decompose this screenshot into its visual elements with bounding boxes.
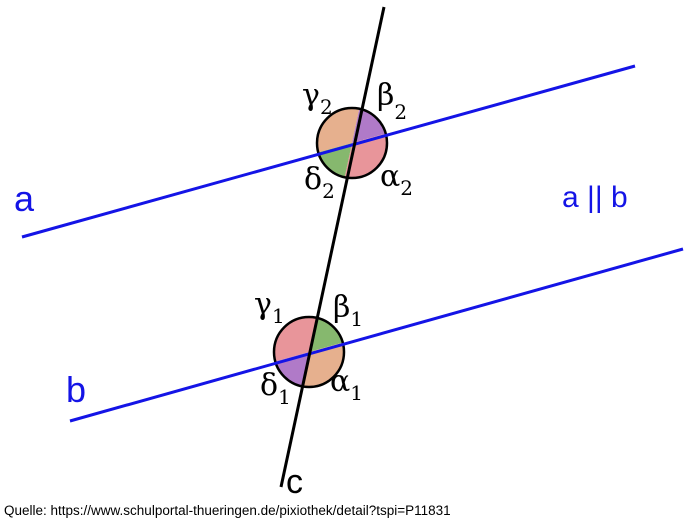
line-a-label: a xyxy=(14,178,35,219)
delta1-sub: 1 xyxy=(278,385,291,409)
angle-circle-a xyxy=(315,106,389,180)
angle-circle-b xyxy=(272,315,346,389)
beta2-symbol: β xyxy=(377,78,394,113)
beta1-symbol: β xyxy=(333,290,350,325)
alpha1-sub: 1 xyxy=(350,381,363,405)
sector-beta1 xyxy=(309,317,343,352)
angle-label-beta1: β1 xyxy=(333,290,363,331)
line-b xyxy=(69,247,684,423)
angle-label-gamma1: γ1 xyxy=(254,287,285,328)
delta2-sub: 2 xyxy=(322,179,335,203)
delta2-symbol: δ xyxy=(304,162,322,197)
alpha2-sub: 2 xyxy=(400,176,413,200)
gamma1-symbol: γ xyxy=(254,287,272,322)
beta2-sub: 2 xyxy=(394,100,407,124)
alpha1-symbol: α xyxy=(330,364,350,399)
delta1-symbol: δ xyxy=(260,368,278,403)
angle-label-beta2: β2 xyxy=(377,78,407,124)
alpha2-symbol: α xyxy=(380,159,400,194)
parallel-note: a || b xyxy=(562,181,628,214)
angle-label-delta1: δ1 xyxy=(260,368,291,409)
line-b-label: b xyxy=(66,369,86,410)
line-c-label: c xyxy=(286,463,303,501)
angle-label-alpha1: α1 xyxy=(330,364,363,405)
gamma2-sub: 2 xyxy=(320,95,333,119)
gamma2-symbol: γ xyxy=(302,78,320,113)
beta1-sub: 1 xyxy=(350,307,363,331)
gamma1-sub: 1 xyxy=(272,304,285,328)
line-c-transversal xyxy=(279,6,386,488)
angle-label-delta2: δ2 xyxy=(304,162,335,203)
angle-label-alpha2: α2 xyxy=(380,159,413,200)
source-credit: Quelle: https://www.schulportal-thuering… xyxy=(4,503,451,518)
angle-label-gamma2: γ2 xyxy=(302,78,333,119)
line-a xyxy=(21,64,636,239)
